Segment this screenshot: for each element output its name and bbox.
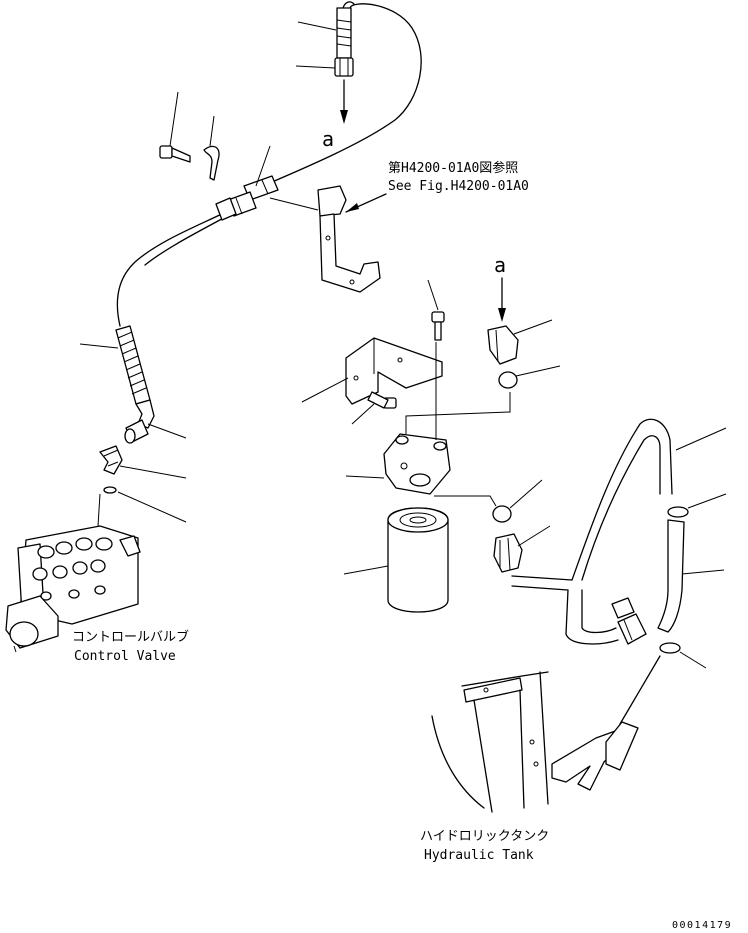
- leader-line: [345, 475, 385, 479]
- leader-line: [301, 377, 349, 403]
- reference-label-jp: 第H4200-01A0図参照: [388, 160, 518, 176]
- control-valve-label-jp: コントロールバルブ: [72, 629, 189, 645]
- hydraulic-tank-label-en: Hydraulic Tank: [424, 848, 534, 863]
- hydraulic-tank: [431, 655, 661, 813]
- bolt-center-mid: [367, 391, 397, 409]
- leader-line: [675, 427, 727, 451]
- tank-hose: [657, 519, 685, 633]
- return-pipe: [511, 418, 673, 645]
- leader-line: [687, 493, 727, 509]
- control-valve: [5, 493, 141, 653]
- reference-label-en: See Fig.H4200-01A0: [388, 179, 529, 194]
- mounting-bracket-upper: [269, 185, 381, 293]
- leader-line: [295, 65, 336, 69]
- clamp-lower: [659, 642, 681, 654]
- leader-line: [79, 343, 119, 349]
- control-valve-label-en: Control Valve: [74, 649, 176, 664]
- adapter-fitting-lower: [493, 533, 523, 573]
- o-ring-right-lower: [434, 495, 512, 523]
- leader-line: [427, 279, 439, 311]
- hose-clip: [203, 145, 220, 181]
- leader-line: [209, 115, 215, 147]
- reference-arrow: [345, 193, 387, 213]
- hydraulic-tank-label-jp: ハイドロリックタンク: [420, 829, 549, 844]
- tee-fitting: [215, 175, 279, 221]
- filter-cartridge: [387, 507, 449, 613]
- drawing-number: 00014179: [672, 920, 732, 931]
- leader-line: [169, 91, 179, 147]
- filter-head: [383, 342, 511, 495]
- leader-line: [297, 21, 337, 31]
- filter-bracket: [345, 337, 443, 405]
- o-ring-right-upper: [498, 371, 518, 389]
- hose-end-nut: [124, 419, 149, 444]
- leader-line: [509, 479, 543, 509]
- leader-line: [255, 145, 271, 187]
- bolt-center-top: [431, 311, 445, 341]
- leader-line: [679, 651, 707, 669]
- adapter-fitting-upper: [487, 325, 519, 365]
- leader-line: [513, 319, 553, 335]
- leader-line: [515, 365, 561, 377]
- elbow-fitting: [99, 445, 123, 475]
- leader-line: [117, 491, 187, 523]
- leader-line: [681, 569, 725, 575]
- spiral-guard-hose: [115, 325, 155, 429]
- clamp-upper: [667, 506, 689, 518]
- leader-line: [343, 565, 389, 575]
- flow-arrow-a-top: [340, 79, 348, 124]
- bolt-left: [159, 145, 191, 163]
- arrow-letter-top: a: [322, 127, 334, 151]
- leader-line: [119, 465, 187, 479]
- leader-line: [351, 403, 375, 425]
- leader-line: [147, 423, 187, 439]
- top-hose-fitting: [334, 7, 354, 77]
- o-ring-left: [103, 486, 117, 494]
- leader-line: [517, 525, 551, 547]
- arrow-letter-right: a: [494, 253, 506, 277]
- flow-arrow-a-right: [498, 277, 506, 322]
